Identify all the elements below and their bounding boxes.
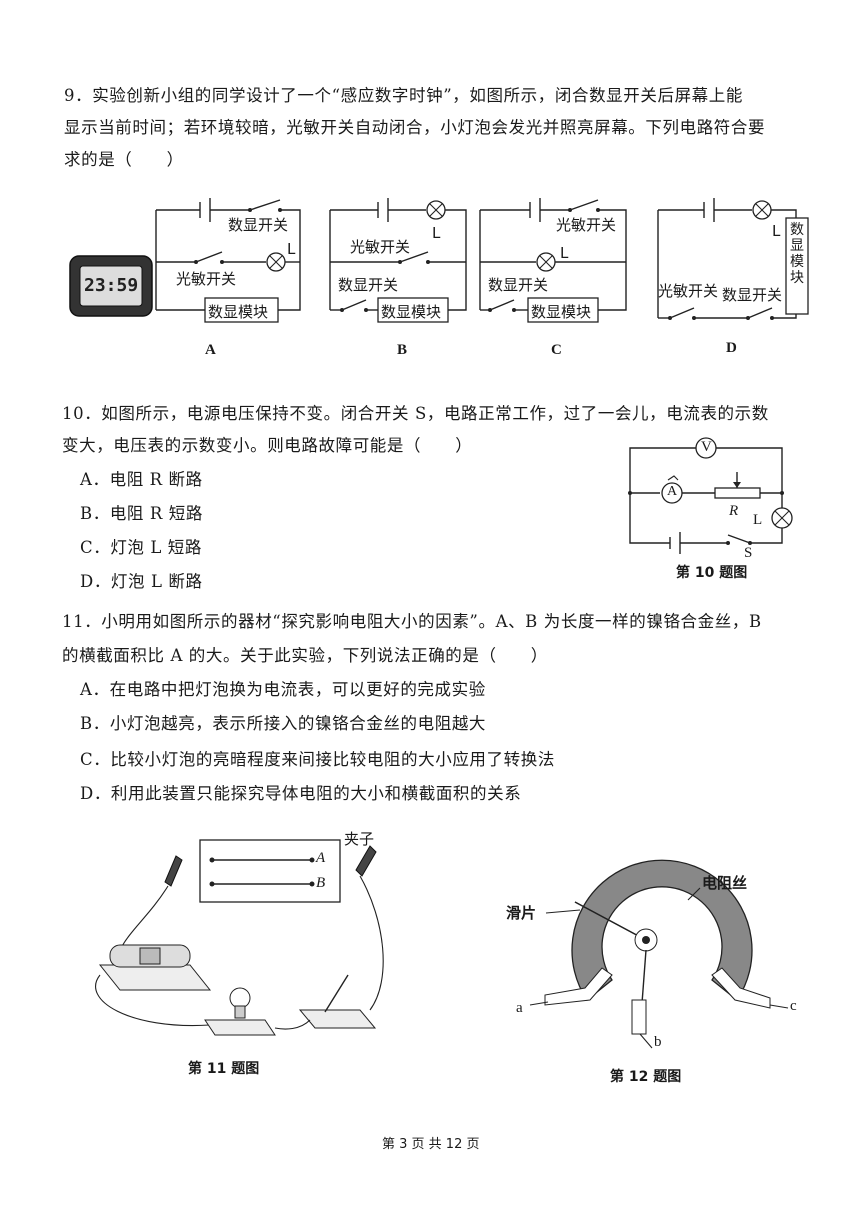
circuit-c — [479, 198, 627, 323]
q10-option-a: A．电阻 R 断路 — [80, 470, 203, 489]
q11-line1: 11．小明用如图所示的器材“探究影响电阻大小的因素”。A、B 为长度一样的镍铬合… — [62, 612, 762, 631]
clip-label: 夹子 — [344, 830, 375, 848]
q11-option-a: A．在电路中把灯泡换为电流表，可以更好的完成实验 — [80, 680, 486, 699]
q9-option-b: B — [397, 342, 408, 358]
switch-label: S — [744, 545, 753, 561]
q12-label-wire: 电阻丝 — [702, 874, 748, 892]
a-label-display-switch: 数显开关 — [228, 216, 289, 234]
b-label-lamp: L — [432, 224, 441, 242]
d-label-light-switch: 光敏开关 — [658, 282, 719, 300]
resistor-label: R — [729, 503, 739, 519]
b-label-display-switch: 数显开关 — [338, 276, 399, 294]
q12-terminal-b: b — [654, 1034, 662, 1050]
q9-circuits — [69, 198, 809, 323]
q12-terminal-c: c — [790, 998, 797, 1014]
q10-line1: 10．如图所示，电源电压保持不变。闭合开关 S，电路正常工作，过了一会儿，电流表… — [62, 404, 769, 423]
q11-option-c: C．比较小灯泡的亮暗程度来间接比较电阻的大小应用了转换法 — [80, 750, 555, 769]
a-label-module: 数显模块 — [208, 303, 269, 321]
wire-b-label: B — [316, 875, 326, 891]
b-label-module: 数显模块 — [381, 303, 442, 321]
a-label-lamp: L — [287, 240, 296, 258]
q9-line1: 9．实验创新小组的同学设计了一个“感应数字时钟”，如图所示，闭合数显开关后屏幕上… — [64, 86, 743, 105]
ammeter-label: A — [667, 484, 678, 499]
c-label-module: 数显模块 — [531, 303, 592, 321]
q12-label-slider: 滑片 — [506, 904, 537, 922]
q9-option-d: D — [726, 340, 737, 356]
q11-option-b: B．小灯泡越亮，表示所接入的镍铬合金丝的电阻越大 — [80, 714, 487, 733]
c-label-light-switch: 光敏开关 — [556, 216, 617, 234]
c-label-display-switch: 数显开关 — [488, 276, 549, 294]
clock-display: 23:59 — [84, 275, 139, 296]
q9-option-c: C — [551, 342, 562, 358]
c-label-lamp: L — [560, 244, 569, 262]
q9-line2: 显示当前时间；若环境较暗，光敏开关自动闭合，小灯泡会发光并照亮屏幕。下列电路符合… — [64, 118, 766, 137]
digital-clock-image — [69, 255, 153, 317]
circuit-d — [657, 198, 809, 320]
q12-terminal-a: a — [516, 1000, 523, 1016]
page-footer: 第 3 页 共 12 页 — [382, 1137, 480, 1152]
b-label-light-switch: 光敏开关 — [350, 238, 411, 256]
q12-caption: 第 12 题图 — [610, 1069, 682, 1085]
q11-line2: 的横截面积比 A 的大。关于此实验，下列说法正确的是（ ） — [62, 646, 548, 665]
a-label-light-switch: 光敏开关 — [176, 270, 237, 288]
wire-a-label: A — [316, 850, 326, 866]
q9-option-a: A — [205, 342, 216, 358]
q10-option-c: C．灯泡 L 短路 — [80, 538, 202, 557]
d-label-display-switch: 数显开关 — [722, 286, 783, 304]
d-label-module: 数显模块 — [790, 222, 804, 286]
lamp-label: L — [753, 512, 763, 528]
q10-line2: 变大，电压表的示数变小。则电路故障可能是（ ） — [62, 436, 473, 455]
q11-option-d: D．利用此装置只能探究导体电阻的大小和横截面积的关系 — [80, 784, 522, 803]
q9-line3: 求的是（ ） — [64, 150, 184, 169]
circuit-a — [155, 198, 301, 323]
q10-option-d: D．灯泡 L 断路 — [80, 572, 203, 591]
q10-option-b: B．电阻 R 短路 — [80, 504, 203, 523]
circuit-b — [329, 198, 467, 323]
voltmeter-label: V — [701, 439, 712, 455]
q10-caption: 第 10 题图 — [676, 565, 748, 581]
q10-circuit — [628, 437, 793, 554]
d-label-lamp: L — [772, 222, 781, 240]
q11-caption: 第 11 题图 — [188, 1061, 260, 1077]
